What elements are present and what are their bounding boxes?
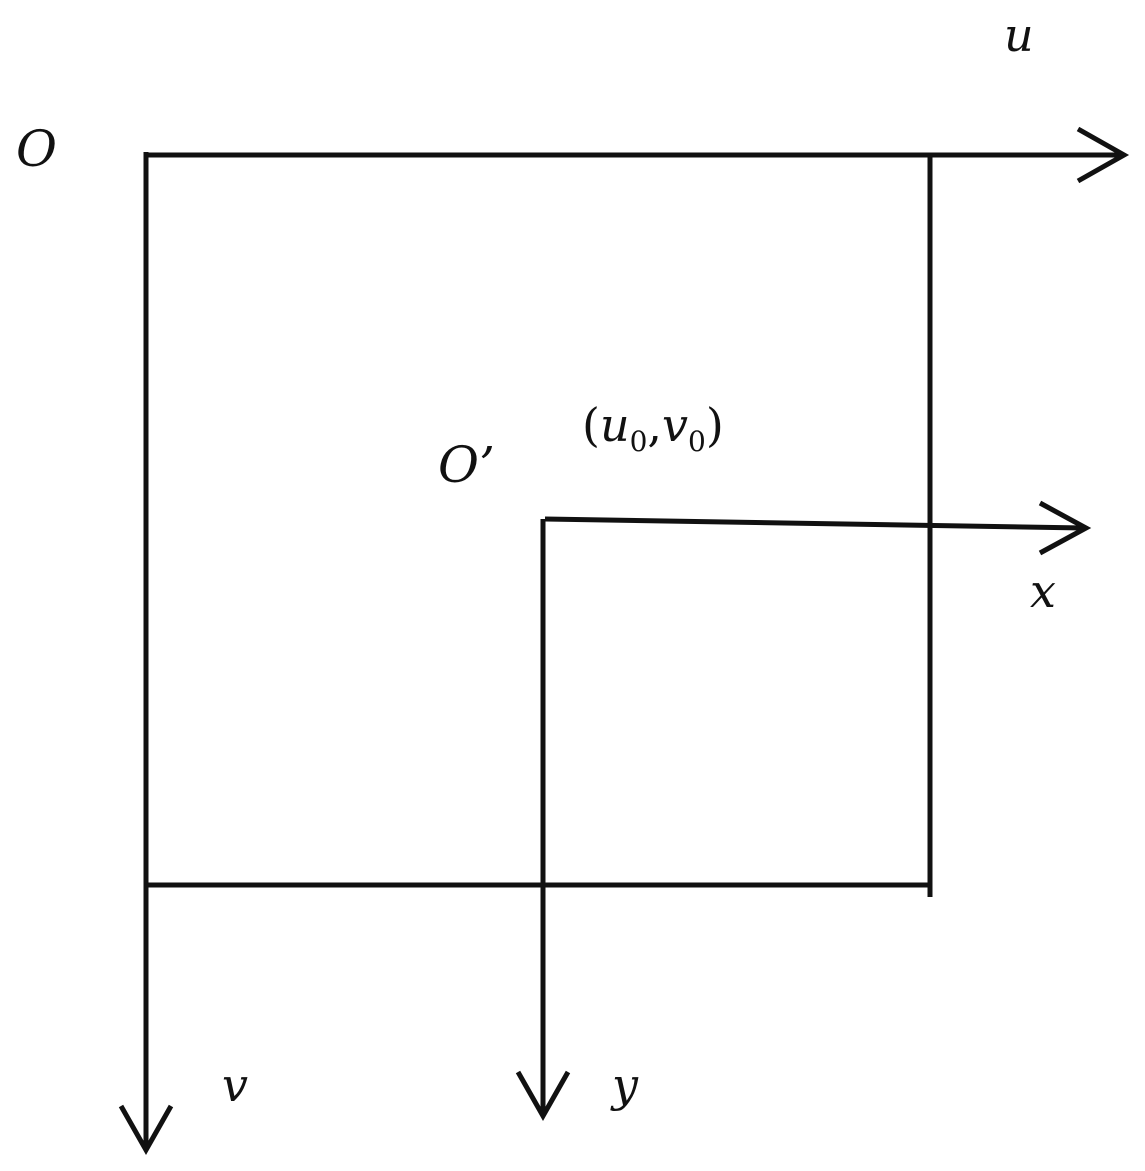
x-axis-line — [544, 516, 1085, 531]
principal-point-comma: , — [647, 398, 663, 452]
principal-point-label: (u0,v0) — [582, 402, 724, 456]
u-axis-arrowhead — [1076, 126, 1130, 184]
origin-label: O — [16, 120, 57, 178]
principal-point-v-sub: 0 — [688, 425, 706, 458]
y-axis-arrowhead — [515, 1070, 571, 1122]
u-axis-label: u — [1004, 8, 1034, 62]
v-axis-label: v — [222, 1058, 248, 1112]
principal-point-open-paren: ( — [582, 398, 600, 452]
x-axis-label: x — [1030, 564, 1056, 618]
y-axis-label: y — [612, 1058, 638, 1112]
v-axis-arrowhead — [118, 1104, 174, 1156]
origin-prime-label: O’ — [438, 436, 495, 494]
principal-point-u: u — [599, 398, 630, 452]
x-axis-arrowhead — [1038, 500, 1092, 556]
principal-point-u-sub: 0 — [629, 425, 648, 458]
principal-point-close-paren: ) — [705, 398, 724, 452]
principal-point-v: v — [662, 398, 689, 452]
